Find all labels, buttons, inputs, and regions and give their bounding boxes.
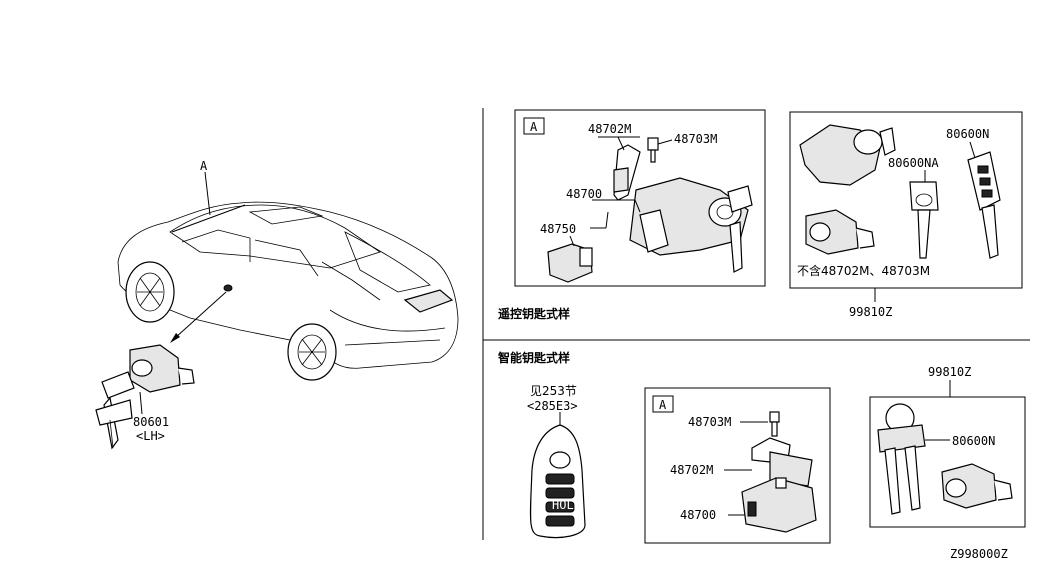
leaders-box-set-remote — [874, 141, 976, 302]
see-page-label: 见253节 — [530, 384, 577, 398]
section-dividers — [482, 108, 1030, 540]
label-48702m-bot: 48702M — [670, 463, 713, 477]
label-a-car: A — [200, 159, 208, 173]
label-lh: <LH> — [136, 429, 165, 443]
key-set-remote — [799, 124, 1001, 259]
box-a-remote-tag: A — [530, 120, 538, 134]
ignition-lock-smart — [741, 411, 817, 533]
label-48700-bot: 48700 — [680, 508, 716, 522]
label-48703m-bot: 48703M — [688, 415, 731, 429]
door-lock-cylinder-lh — [95, 344, 195, 450]
box-set-remote — [789, 111, 1023, 289]
leaders-box-set-smart — [925, 380, 951, 441]
label-48703m-top: 48703M — [674, 132, 717, 146]
label-48700-top: 48700 — [566, 187, 602, 201]
door-arrow — [170, 291, 227, 343]
label-80600n-top: 80600N — [946, 127, 989, 141]
see-ref-label: <285E3> — [527, 399, 578, 413]
remote-key-title: 遥控钥匙式样 — [498, 306, 570, 321]
key-set-smart — [877, 403, 1013, 515]
fob-hold-label: HOLD — [552, 498, 581, 512]
label-99810z-bot: 99810Z — [928, 365, 971, 379]
label-99810z-top: 99810Z — [849, 305, 892, 319]
label-80600na: 80600NA — [888, 156, 939, 170]
leaders-box-a1 — [569, 136, 673, 247]
box-a-smart-tag: A — [659, 398, 667, 412]
box-a-remote — [514, 109, 766, 287]
diagram-code: Z998000Z — [950, 547, 1008, 561]
car-illustration — [117, 171, 459, 381]
label-80600n-bot: 80600N — [952, 434, 995, 448]
smart-key-fob: HOLD — [529, 412, 586, 539]
label-48702m-top: 48702M — [588, 122, 631, 136]
label-48750: 48750 — [540, 222, 576, 236]
box-set-smart — [869, 396, 1026, 528]
leaders-box-a2 — [724, 421, 768, 516]
label-80601: 80601 — [133, 415, 169, 429]
ignition-lock-remote — [547, 137, 753, 283]
label-not-included: 不含48702M、48703M — [797, 263, 930, 278]
box-a-smart — [644, 387, 831, 544]
smart-key-title: 智能钥匙式样 — [497, 350, 570, 365]
